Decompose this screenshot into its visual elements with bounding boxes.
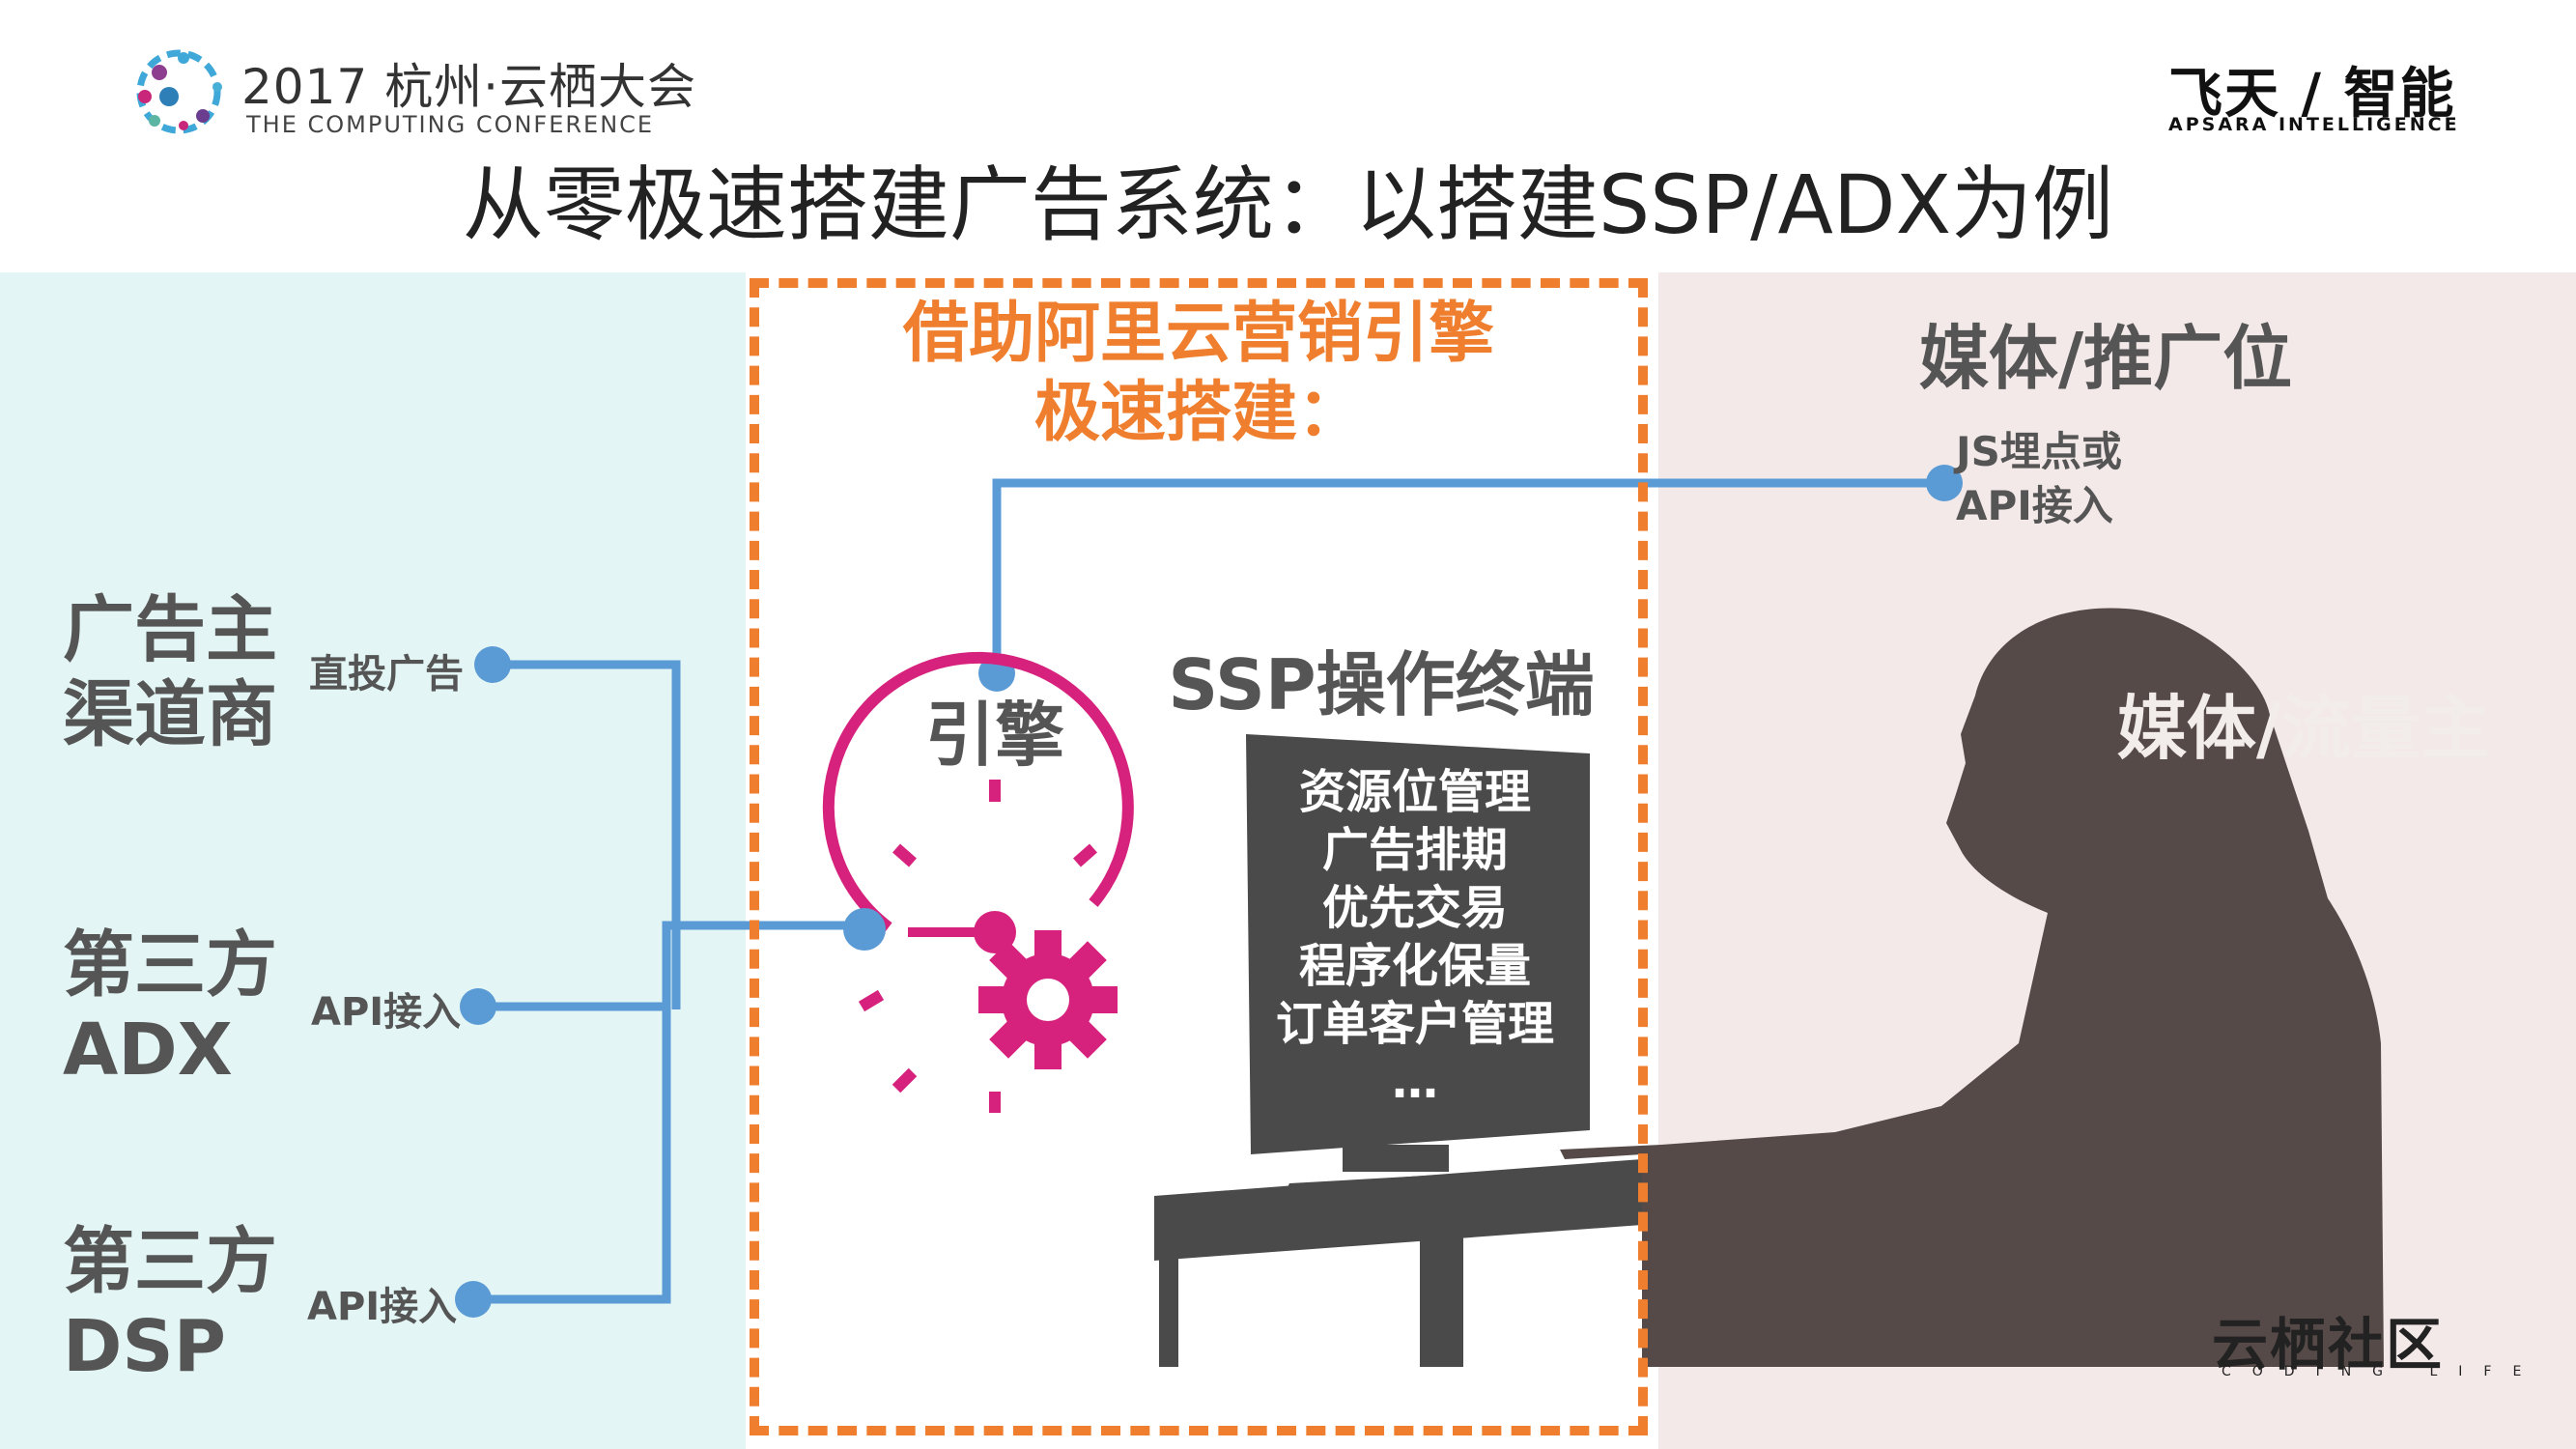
node-advertiser: 广告主 渠道商: [63, 587, 277, 757]
connector-lines: [473, 478, 1944, 1304]
list-item: 订单客户管理: [1275, 997, 1554, 1051]
node-third-party-adx: 第三方 ADX: [63, 923, 277, 1093]
marketing-engine-highlight-box: [750, 278, 1648, 1435]
page-title: 从零极速搭建广告系统：以搭建SSP/ADX为例: [462, 157, 2114, 252]
connector-label-dsp-api: API接入: [307, 1285, 458, 1329]
list-item: 资源位管理: [1298, 765, 1531, 819]
marketing-engine-heading: 借助阿里云营销引擎 极速搭建：: [750, 295, 1648, 453]
media-placement-title: 媒体/推广位: [1918, 318, 2293, 399]
list-item: …: [1392, 1055, 1438, 1109]
node-adx-line1: 第三方: [63, 923, 277, 1007]
ssp-terminal-title: SSP操作终端: [1168, 644, 1595, 725]
monitor-silhouette: [1246, 734, 1590, 1203]
marketing-engine-heading-line2: 极速搭建：: [1033, 375, 1363, 451]
brand-logo-en: APSARA INTELLIGENCE: [2168, 114, 2460, 135]
conference-logo-icon: [136, 49, 222, 134]
connector-dot-media: [1926, 465, 1963, 501]
media-access-label: JS埋点或 API接入: [1956, 425, 2122, 533]
brand-logo-cn: 飞天 / 智能: [2168, 63, 2456, 126]
list-item: 广告排期: [1321, 823, 1508, 877]
marketing-engine-heading-line1: 借助阿里云营销引擎: [902, 296, 1494, 372]
media-access-line2: API接入: [1956, 482, 2113, 529]
connector-label-direct-ads: 直投广告: [309, 652, 464, 696]
conference-subtitle: THE COMPUTING CONFERENCE: [246, 111, 655, 138]
node-advertiser-line1: 广告主: [63, 588, 277, 671]
list-item: 优先交易: [1321, 881, 1508, 935]
media-access-line1: JS埋点或: [1956, 428, 2122, 475]
connector-dot-direct-ads: [474, 646, 511, 683]
conference-title: 2017 杭州·云栖大会: [241, 59, 697, 115]
media-owner-label: 媒体/流量主: [2116, 688, 2491, 769]
node-third-party-dsp: 第三方 DSP: [63, 1219, 277, 1389]
connector-label-adx-api: API接入: [311, 990, 462, 1035]
list-item: 程序化保量: [1298, 939, 1531, 993]
community-logo-subtitle: CODING LIFE: [2222, 1364, 2543, 1379]
node-dsp-line1: 第三方: [63, 1220, 277, 1303]
terminal-function-list: 资源位管理 广告排期 优先交易 程序化保量 订单客户管理 …: [1251, 763, 1579, 1111]
community-logo: 云栖社区: [2212, 1312, 2445, 1378]
connector-dot-dsp: [455, 1281, 492, 1318]
connector-dot-adx: [460, 988, 496, 1025]
engine-label: 引擎: [924, 695, 1064, 776]
node-advertiser-line2: 渠道商: [63, 673, 277, 756]
node-adx-line2: ADX: [63, 1009, 233, 1092]
node-dsp-line2: DSP: [63, 1305, 226, 1388]
media-owner-silhouette: [1560, 608, 2384, 1367]
